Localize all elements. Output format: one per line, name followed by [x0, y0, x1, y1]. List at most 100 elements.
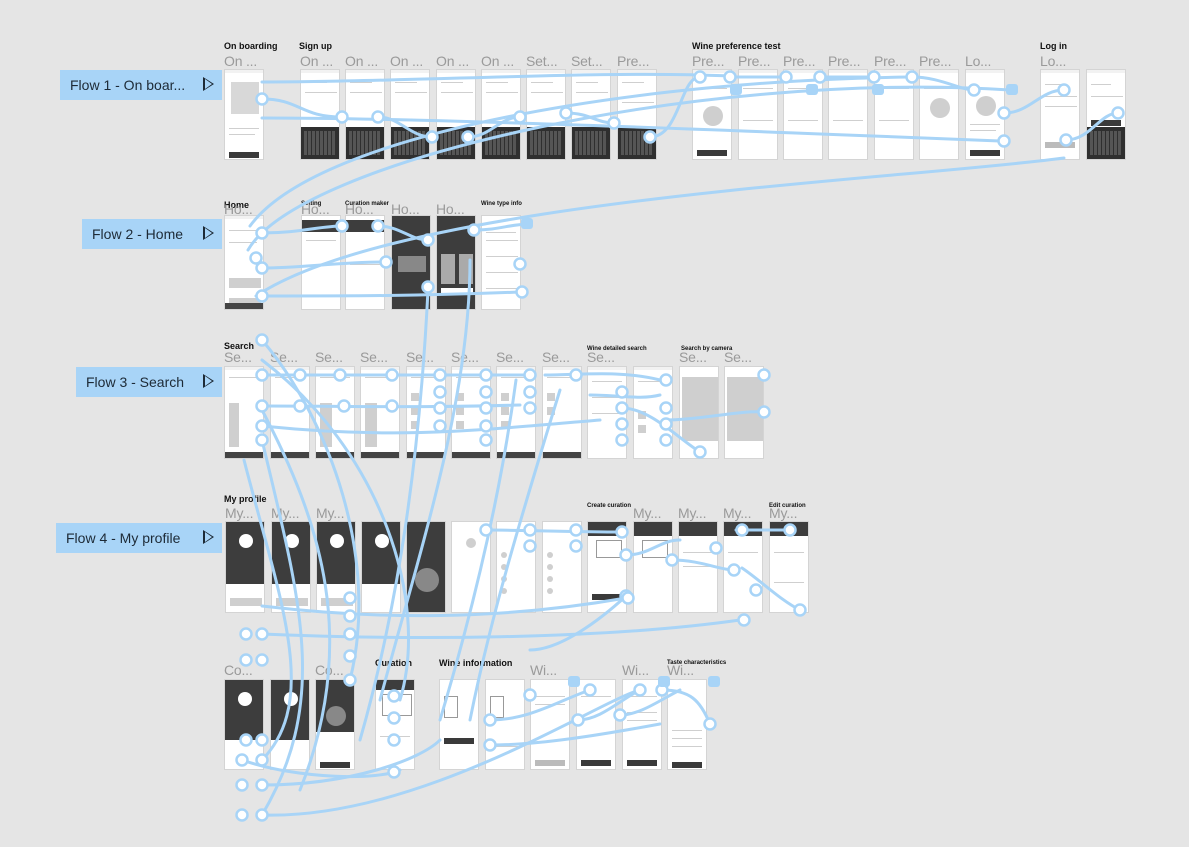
flow-2-label: Flow 2 - Home [92, 226, 184, 242]
frame-name: Pre... [692, 53, 725, 69]
connection-node [387, 765, 401, 779]
wireframe-preference-test[interactable] [828, 69, 868, 160]
trigger-tab [658, 676, 670, 687]
connection-node [693, 445, 707, 459]
frame-name: Pre... [738, 53, 771, 69]
section-label-curation: Curation [375, 658, 412, 668]
trigger-tab [1006, 84, 1018, 95]
wireframe-search[interactable] [315, 366, 355, 459]
flow-4-label: Flow 4 - My profile [66, 530, 181, 546]
frame-name: On ... [481, 53, 515, 69]
frame-name: Se... [496, 349, 524, 365]
connection-node [239, 627, 253, 641]
connection-node [749, 583, 763, 597]
connection-node [387, 733, 401, 747]
wireframe-wine-information[interactable] [439, 679, 479, 770]
connection-node [571, 713, 585, 727]
wireframe-setting[interactable] [301, 215, 341, 310]
frame-name: Se... [406, 349, 434, 365]
connection-node [523, 539, 537, 553]
wireframe-onboarding[interactable] [224, 69, 264, 160]
connection-node [735, 523, 749, 537]
frame-name: My... [316, 505, 345, 521]
frame-name: Ho... [436, 201, 465, 217]
connection-node [513, 257, 527, 271]
wireframe-create-curation[interactable] [633, 521, 673, 613]
wireframe-curation[interactable] [375, 679, 415, 770]
connection-node [255, 653, 269, 667]
play-icon [203, 77, 214, 91]
connection-node [255, 778, 269, 792]
connection-node [255, 333, 269, 347]
connection-node [255, 419, 269, 433]
wireframe-my-profile[interactable] [225, 521, 265, 613]
wireframe-preference-test[interactable] [692, 69, 732, 160]
frame-name: On ... [436, 53, 470, 69]
connection-node [905, 70, 919, 84]
frame-name: On ... [300, 53, 334, 69]
play-icon [203, 226, 214, 240]
connection-node [621, 591, 635, 605]
connection-node [255, 399, 269, 413]
section-label-my-profile: My profile [224, 494, 267, 504]
flow-3-button[interactable]: Flow 3 - Search [76, 367, 222, 397]
connection-node [997, 134, 1011, 148]
connection-node [513, 110, 527, 124]
connection-node [569, 539, 583, 553]
connection-node [523, 523, 537, 537]
connection-node [461, 130, 475, 144]
connection-node [1111, 106, 1125, 120]
connection-node [479, 433, 493, 447]
trigger-tab [708, 676, 720, 687]
connection-node [633, 683, 647, 697]
frame-name: Pre... [783, 53, 816, 69]
connection-node [569, 368, 583, 382]
frame-name: Pre... [874, 53, 907, 69]
connection-node [425, 130, 439, 144]
section-label-create-curation: Create curation [587, 503, 632, 509]
frame-name: Set... [571, 53, 603, 69]
connection-node [727, 563, 741, 577]
connection-node [615, 525, 629, 539]
connection-node [479, 385, 493, 399]
frame-name: My... [633, 505, 662, 521]
connection-node [523, 368, 537, 382]
connection-node [569, 523, 583, 537]
flow-2-button[interactable]: Flow 2 - Home [82, 219, 222, 249]
flow-1-button[interactable]: Flow 1 - On boar... [60, 70, 222, 100]
frame-name: On ... [390, 53, 424, 69]
connection-node [433, 368, 447, 382]
connection-node [515, 285, 529, 299]
connection-node [665, 553, 679, 567]
section-label-wine-preference-test: Wine preference test [692, 41, 781, 51]
connection-node [371, 219, 385, 233]
connection-node [523, 401, 537, 415]
connection-node [659, 401, 673, 415]
connection-node [709, 541, 723, 555]
wireframe-preference-test[interactable] [783, 69, 823, 160]
connection-node [643, 130, 657, 144]
frame-name: Set... [526, 53, 558, 69]
connection-node [387, 689, 401, 703]
connection-node [783, 523, 797, 537]
section-label-login: Log in [1040, 41, 1067, 51]
connection-node [757, 405, 771, 419]
connection-node [613, 708, 627, 722]
connection-node [385, 399, 399, 413]
connection-node [583, 683, 597, 697]
wireframe-signup[interactable] [345, 69, 385, 160]
trigger-tab [568, 676, 580, 687]
connection-node [433, 419, 447, 433]
frame-name: Pre... [919, 53, 952, 69]
frame-name: Se... [724, 349, 752, 365]
connection-node [421, 233, 435, 247]
section-label-taste-characteristics: Taste characteristics [667, 660, 727, 666]
connection-node [615, 385, 629, 399]
flow-4-button[interactable]: Flow 4 - My profile [56, 523, 222, 553]
connection-node [343, 649, 357, 663]
wireframe-search[interactable] [270, 366, 310, 459]
play-icon [203, 530, 214, 544]
wireframe-login[interactable] [1040, 69, 1080, 160]
